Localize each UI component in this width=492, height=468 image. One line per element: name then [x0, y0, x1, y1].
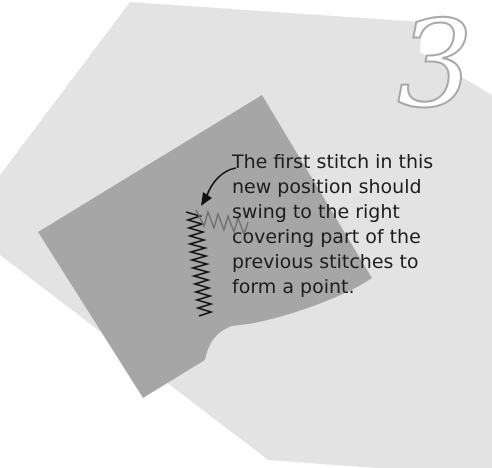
step-number: 3 [392, 6, 478, 130]
callout-text: The first stitch in this new position sh… [232, 150, 488, 300]
callout-line: covering part of the [232, 225, 488, 250]
callout-line: swing to the right [232, 200, 488, 225]
callout-line: The first stitch in this [232, 150, 488, 175]
callout-line: previous stitches to [232, 250, 488, 275]
callout-line: new position should [232, 175, 488, 200]
callout-line: form a point. [232, 275, 488, 300]
